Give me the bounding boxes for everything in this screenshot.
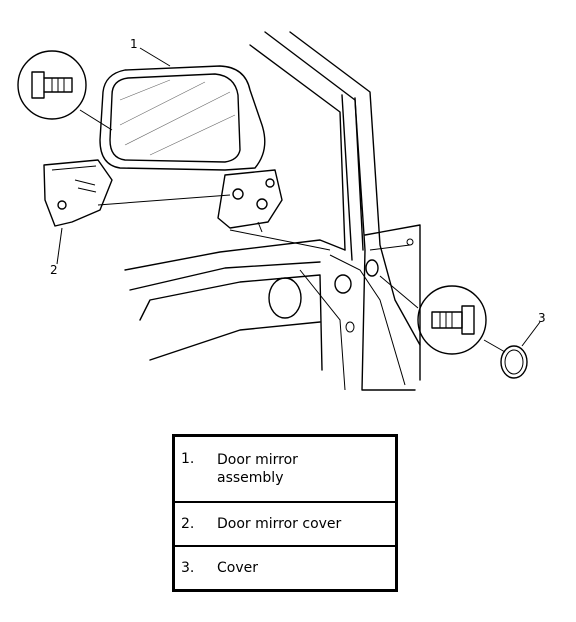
- door-frame: [124, 31, 421, 391]
- callout-1: 1: [130, 37, 138, 51]
- parts-legend-table: 1. Door mirror assembly 2. Door mirror c…: [172, 434, 398, 592]
- legend-number: 3.: [181, 560, 195, 576]
- legend-row-1: 1. Door mirror assembly: [175, 437, 395, 501]
- legend-row-2: 2. Door mirror cover: [175, 501, 395, 545]
- legend-number: 2.: [181, 516, 195, 532]
- door-mirror-cover: [43, 159, 231, 227]
- legend-text: Door mirror assembly: [217, 451, 389, 487]
- legend-text: Door mirror cover: [217, 516, 342, 532]
- legend-text: Cover: [217, 560, 258, 576]
- callout-3: 3: [538, 311, 546, 325]
- bolt-detail-lower: [379, 275, 506, 355]
- cover-part: [500, 345, 528, 379]
- callout-2: 2: [50, 263, 58, 277]
- mirror-installation-diagram: 1 2 3: [17, 31, 546, 391]
- bolt-detail-upper: [17, 50, 113, 131]
- legend-text-line2: assembly: [217, 470, 284, 486]
- legend-number: 1.: [181, 451, 195, 467]
- legend-text-line1: Door mirror: [217, 452, 298, 468]
- legend-row-3: 3. Cover: [175, 545, 395, 589]
- door-mirror-assembly: [99, 65, 283, 233]
